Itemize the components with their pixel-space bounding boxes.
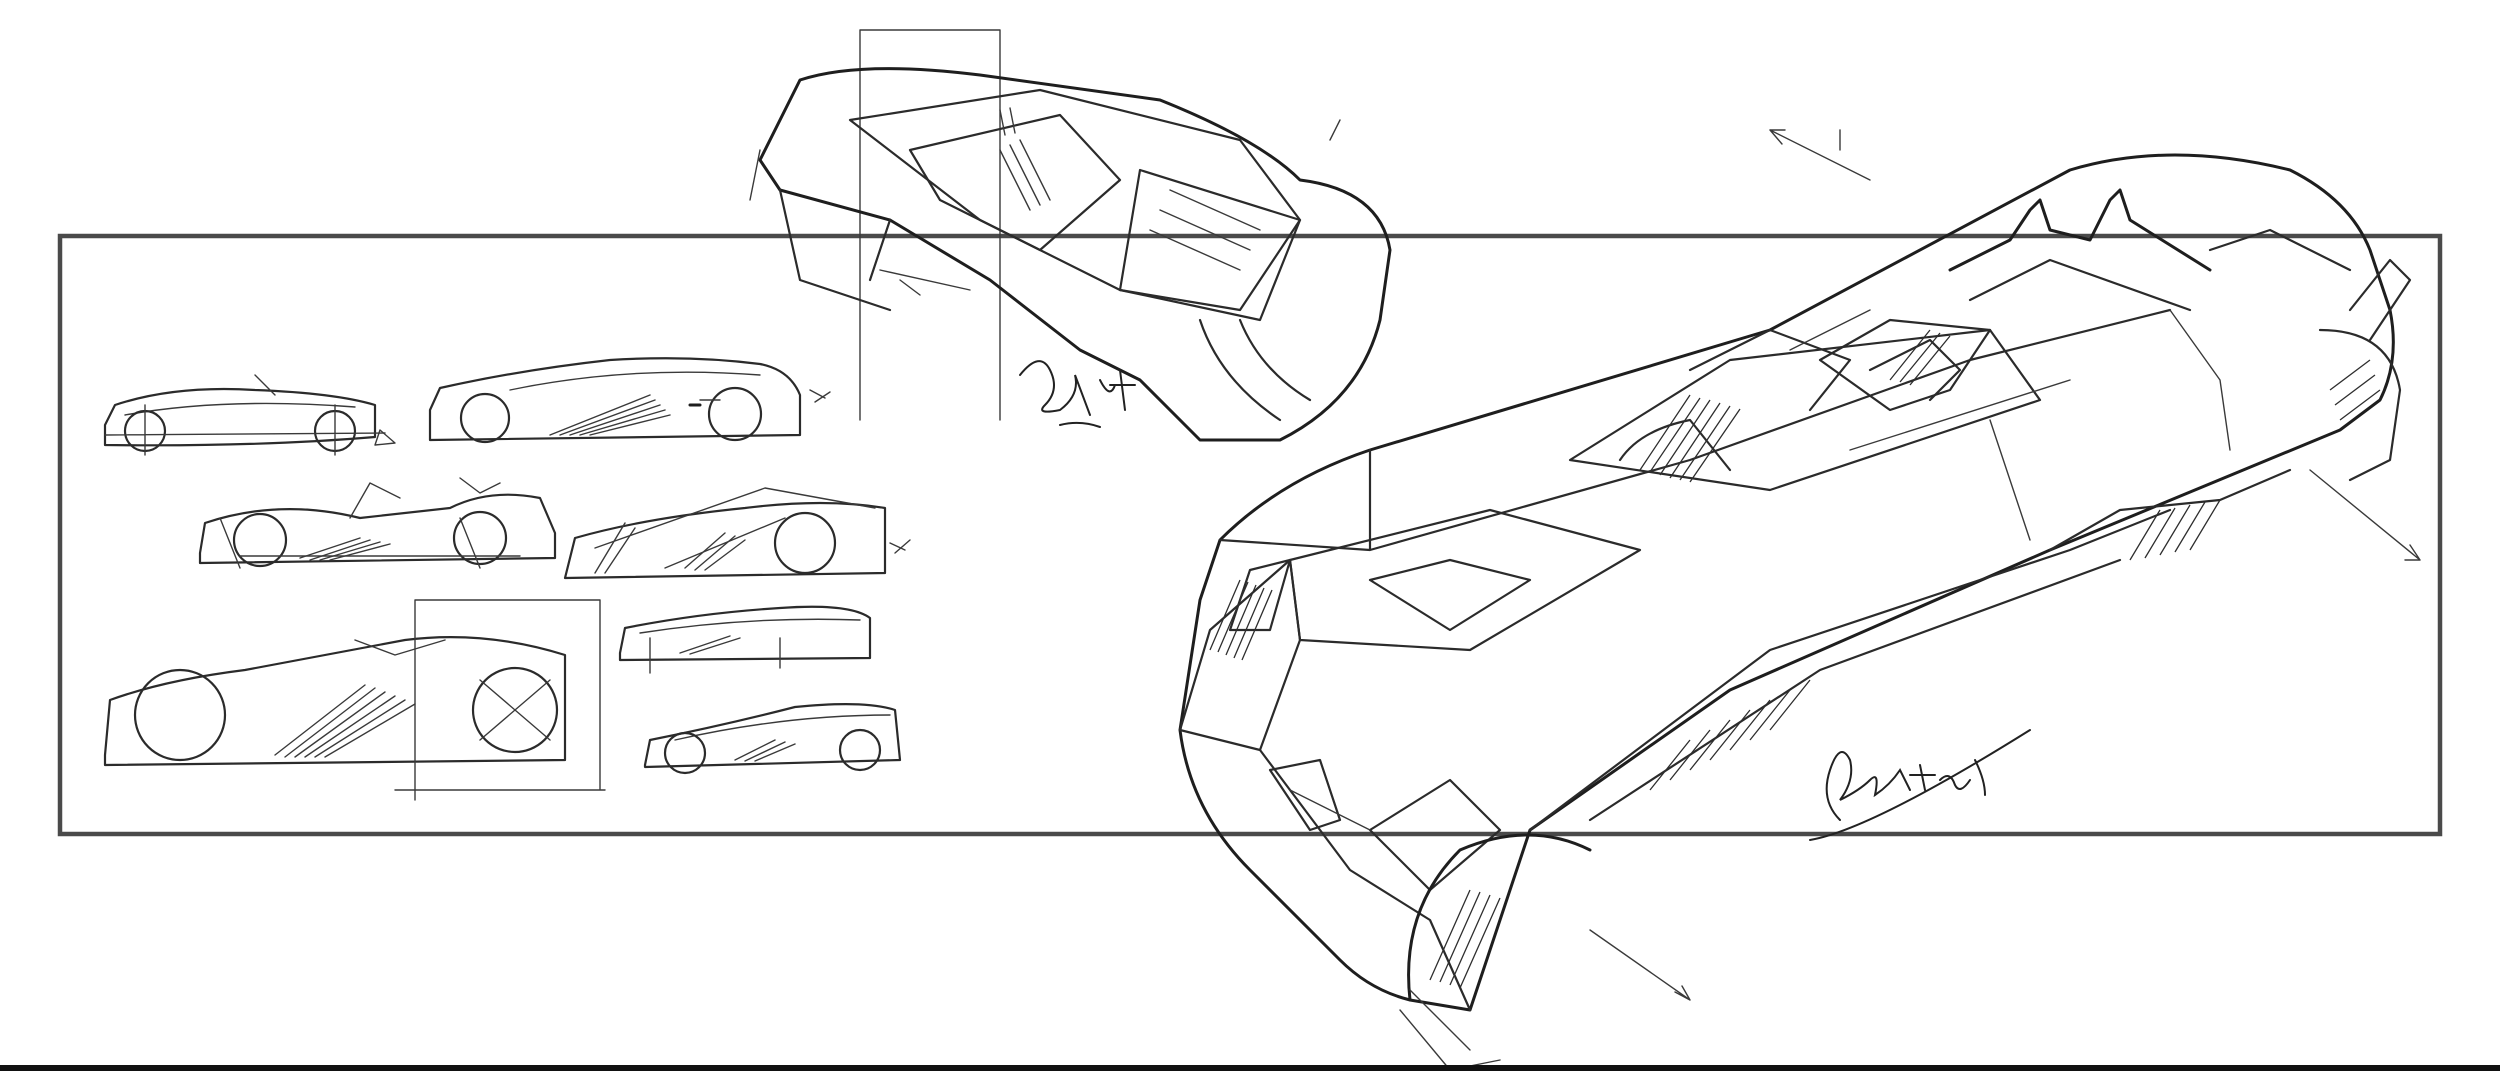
thumbnail-car-1 [103, 374, 396, 456]
thumbnail-sketches [103, 357, 911, 801]
hero-perspective-sketch [1178, 129, 2421, 1071]
thumbnail-car-3 [198, 477, 557, 569]
signature-smith [1019, 360, 1136, 428]
top-view-sketch [749, 29, 1392, 442]
thumbnail-car-4 [563, 487, 911, 580]
thumbnail-car-6 [618, 605, 872, 674]
presentation-frame [57, 233, 2443, 837]
thumbnail-car-2 [428, 357, 831, 444]
signature-nathan [1809, 729, 2031, 841]
thumbnail-car-5 [103, 599, 606, 801]
thumbnail-car-7 [643, 703, 902, 775]
bottom-border [0, 1065, 2500, 1071]
